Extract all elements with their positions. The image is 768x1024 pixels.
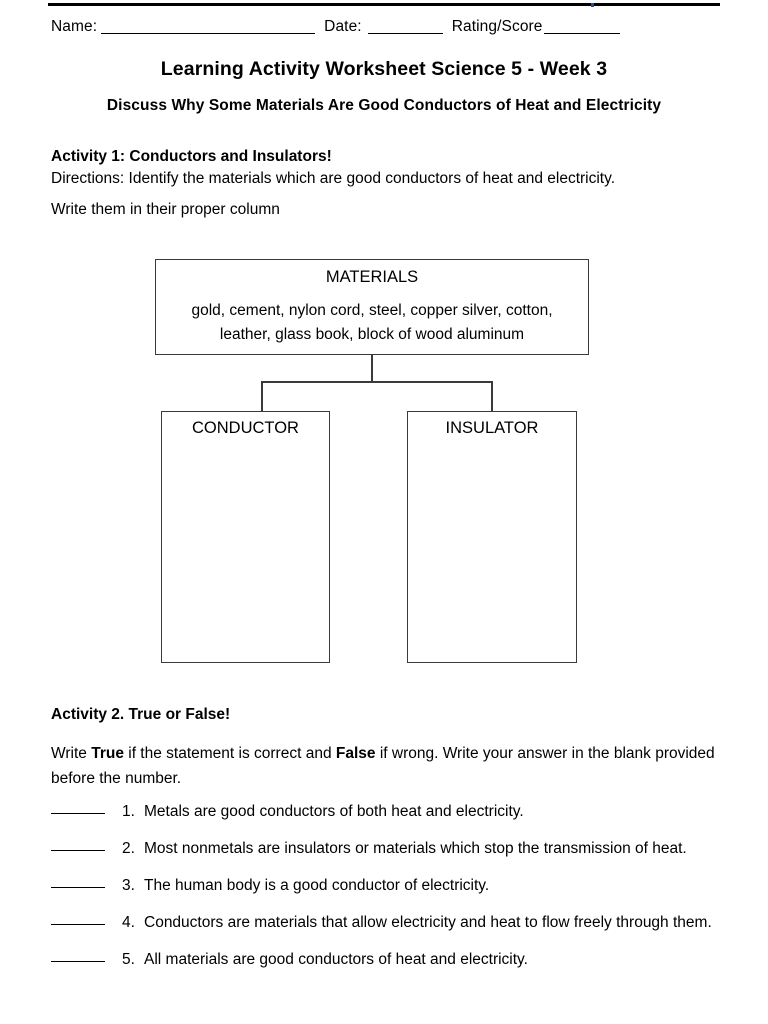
date-label: Date: [324,18,362,35]
list-item: 5. All materials are good conductors of … [51,947,731,972]
list-item: 3. The human body is a good conductor of… [51,873,731,898]
activity2-question-list: 1. Metals are good conductors of both he… [51,799,731,984]
connector-stem [371,355,373,382]
question-number-5: 5. [122,951,135,968]
activity2-heading-text: . True or False! [119,706,231,723]
list-item: 1. Metals are good conductors of both he… [51,799,731,824]
date-blank[interactable] [367,33,443,34]
question-text-2: Most nonmetals are insulators or materia… [144,840,687,857]
list-item: 2. Most nonmetals are insulators or mate… [51,836,731,861]
activity2-heading-number: Activity 2 [51,706,120,723]
question-text-3: The human body is a good conductor of el… [144,877,490,894]
activity1-instruction: Write them in their proper column [51,201,280,218]
question-number-1: 1. [122,803,135,820]
activity2-word-true: True [91,745,124,762]
materials-box-list: gold, cement, nylon cord, steel, copper … [166,299,578,347]
answer-blank-1[interactable] [51,813,105,814]
activity2-directions-part2: if the statement is correct and [123,745,336,762]
question-text-1: Metals are good conductors of both heat … [144,803,524,820]
conductor-answer-box[interactable]: CONDUCTOR [161,411,330,663]
question-text-4: Conductors are materials that allow elec… [144,914,712,931]
activity2-directions-part1: Write [51,745,92,762]
activity1-heading: Activity 1: Conductors and Insulators! [51,148,332,165]
question-number-2: 2. [122,840,135,857]
connector-leg-right [491,381,493,411]
activity2-word-false: False [335,745,376,762]
score-blank[interactable] [543,33,620,34]
materials-list-line-2: leather, glass book, block of wood alumi… [219,326,525,343]
insulator-box-title: INSULATOR [445,419,539,437]
materials-list-line-1: gold, cement, nylon cord, steel, copper … [191,302,553,319]
header-rule-mark [591,3,594,7]
question-number-3: 3. [122,877,135,894]
activity2-directions-part3: if wrong. Write your answer in the blank… [51,745,715,787]
score-label: Rating/Score [451,18,543,35]
name-blank[interactable] [101,33,316,34]
answer-blank-2[interactable] [51,850,105,851]
answer-blank-3[interactable] [51,887,105,888]
connector-leg-left [261,381,263,411]
name-label: Name: [51,18,98,35]
answer-blank-4[interactable] [51,924,105,925]
materials-box: MATERIALS gold, cement, nylon cord, stee… [155,259,589,355]
activity2-directions: Write True if the statement is correct a… [51,741,729,791]
activity1-directions: Directions: Identify the materials which… [51,170,616,187]
list-item: 4. Conductors are materials that allow e… [51,910,731,935]
header-rule [48,3,720,7]
connector-bar [261,381,493,383]
materials-box-title: MATERIALS [325,268,419,286]
answer-blank-5[interactable] [51,961,105,962]
activity2-heading: Activity 2. True or False! [51,706,230,724]
student-info-line: Name: Date: Rating/Score [51,17,731,37]
insulator-answer-box[interactable]: INSULATOR [407,411,577,663]
conductor-box-title: CONDUCTOR [192,419,299,437]
question-number-4: 4. [122,914,135,931]
page-title: Learning Activity Worksheet Science 5 - … [160,58,608,80]
page-subtitle: Discuss Why Some Materials Are Good Cond… [106,97,662,114]
question-text-5: All materials are good conductors of hea… [144,951,528,968]
